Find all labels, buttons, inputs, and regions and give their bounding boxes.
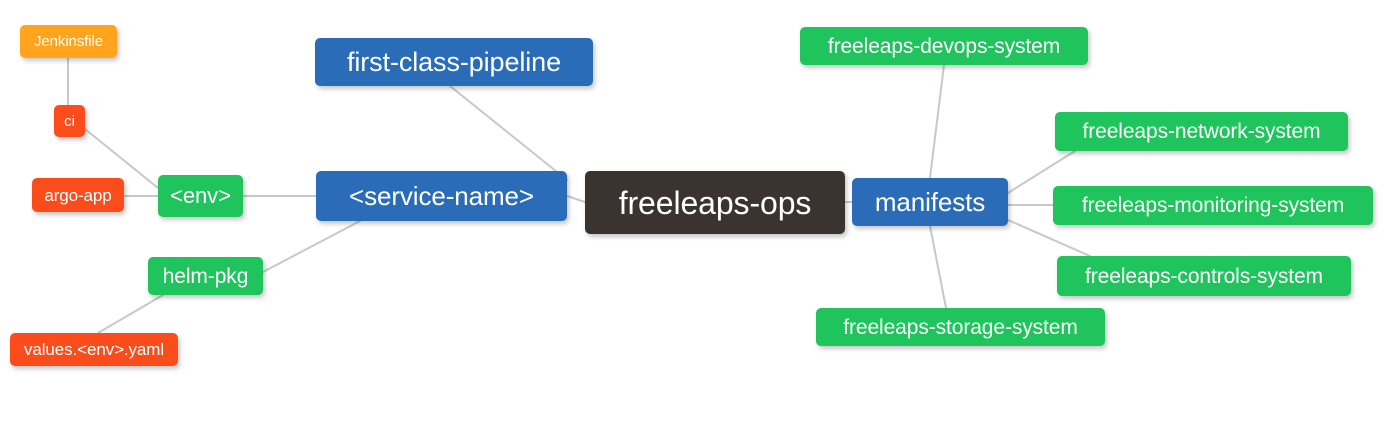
edge-service-name-to-first-class-pipeline bbox=[449, 85, 568, 181]
edge-manifests-to-freeleaps-devops-system bbox=[929, 64, 945, 179]
node-label-first-class-pipeline: first-class-pipeline bbox=[346, 46, 562, 77]
node-label-ci: ci bbox=[64, 112, 75, 130]
mindmap-node-freeleaps-controls-system[interactable]: freeleaps-controls-system bbox=[1057, 256, 1351, 296]
node-label-jenkinsfile: Jenkinsfile bbox=[34, 33, 103, 50]
node-label-helm-pkg: helm-pkg bbox=[162, 264, 249, 288]
mindmap-node-ci[interactable]: ci bbox=[54, 105, 85, 137]
node-label-freeleaps-devops-system: freeleaps-devops-system bbox=[827, 34, 1061, 58]
mindmap-node-freeleaps-devops-system[interactable]: freeleaps-devops-system bbox=[800, 27, 1088, 65]
mindmap-node-freeleaps-monitoring-system[interactable]: freeleaps-monitoring-system bbox=[1053, 186, 1373, 225]
node-label-argo-app: argo-app bbox=[44, 185, 112, 205]
node-label-values-env-yaml: values.<env>.yaml bbox=[23, 340, 165, 359]
mindmap-node-freeleaps-network-system[interactable]: freeleaps-network-system bbox=[1055, 112, 1348, 151]
mindmap-node-freeleaps-storage-system[interactable]: freeleaps-storage-system bbox=[816, 308, 1105, 346]
node-label-env: <env> bbox=[170, 183, 231, 208]
mindmap-node-helm-pkg[interactable]: helm-pkg bbox=[148, 257, 263, 295]
mindmap-node-manifests[interactable]: manifests bbox=[852, 178, 1008, 226]
node-label-freeleaps-controls-system: freeleaps-controls-system bbox=[1085, 264, 1323, 288]
edge-helm-pkg-to-values-env-yaml bbox=[97, 294, 164, 334]
edge-manifests-to-freeleaps-storage-system bbox=[929, 225, 947, 309]
edge-freeleaps-ops-to-service-name bbox=[566, 195, 586, 203]
node-label-service-name: <service-name> bbox=[348, 181, 535, 211]
edge-service-name-to-helm-pkg bbox=[262, 220, 361, 273]
node-label-freeleaps-network-system: freeleaps-network-system bbox=[1082, 120, 1321, 143]
mindmap-node-freeleaps-ops[interactable]: freeleaps-ops bbox=[585, 171, 845, 234]
mindmap-node-service-name[interactable]: <service-name> bbox=[316, 171, 567, 221]
node-label-manifests: manifests bbox=[874, 187, 986, 217]
mindmap-node-argo-app[interactable]: argo-app bbox=[32, 178, 124, 212]
mindmap-node-first-class-pipeline[interactable]: first-class-pipeline bbox=[315, 38, 593, 86]
node-label-freeleaps-monitoring-system: freeleaps-monitoring-system bbox=[1081, 194, 1345, 217]
mindmap-node-jenkinsfile[interactable]: Jenkinsfile bbox=[20, 25, 117, 58]
mindmap-node-values-env-yaml[interactable]: values.<env>.yaml bbox=[10, 333, 178, 366]
node-label-freeleaps-storage-system: freeleaps-storage-system bbox=[843, 315, 1078, 339]
edge-manifests-to-freeleaps-controls-system bbox=[1007, 219, 1091, 257]
node-label-freeleaps-ops: freeleaps-ops bbox=[618, 184, 812, 221]
mindmap-node-env[interactable]: <env> bbox=[158, 175, 243, 217]
